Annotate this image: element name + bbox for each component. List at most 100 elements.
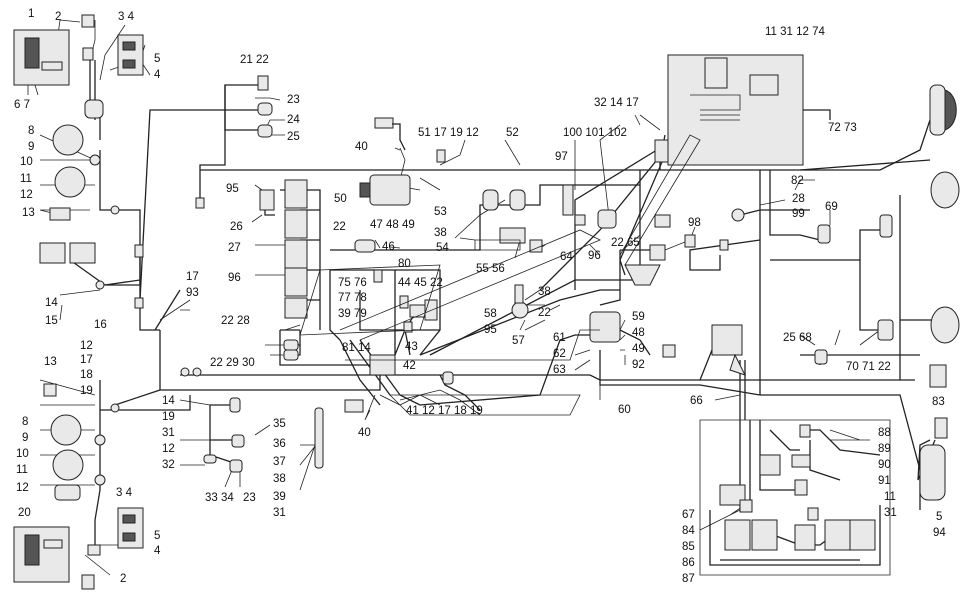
sensor-13-top [49,207,71,221]
control-box-frame [699,419,891,576]
callout: 16 [94,319,107,331]
labels: 1 2 3 4 5 4 6 7 8 9 10 11 12 13 14 15 16… [14,8,946,585]
callout: 25 68 [783,332,812,344]
components [13,14,960,590]
callout: 96 [588,250,601,262]
sensor-100 [597,209,617,229]
lamp-right-5 [919,444,946,501]
coil-27 [284,239,308,269]
callout: 86 [682,557,695,569]
callout: 22 28 [221,315,250,327]
switch-2-top [81,14,95,28]
callout: 14 [162,395,175,407]
callout: 33 34 [205,492,234,504]
callout: 8 [22,416,28,428]
callout: 35 [273,418,286,430]
callout: 3 4 [116,487,133,499]
callout: 6 7 [14,99,30,111]
fuse-box-4 [849,519,876,551]
callout: 13 [44,356,57,368]
callout: 49 [632,343,645,355]
callout: 12 [16,482,29,494]
callout: 27 [228,242,241,254]
horn-15-right [69,242,96,264]
callout: 55 56 [476,263,505,275]
callout: 10 [16,448,29,460]
callout: 15 [45,315,58,327]
lamp-right-4 [929,364,947,388]
switch-block-3-4-top [117,34,144,76]
callout: 2 [120,573,126,585]
callout: 32 14 17 [594,97,639,109]
callout: 22 [333,221,346,233]
callout: 59 [632,311,645,323]
callout: 60 [618,404,631,416]
callout: 89 [878,443,891,455]
fuse-box-1 [724,519,751,551]
callout: 84 [682,525,695,537]
callout: 38 [538,286,551,298]
solenoid-59 [589,311,621,343]
callout: 13 [22,207,35,219]
callout: 53 [434,206,447,218]
callout: 83 [932,396,945,408]
callout: 4 [154,545,161,557]
horn-14-left [39,242,66,264]
callout: 44 45 22 [398,277,443,289]
callout: 11 [16,464,28,476]
callout: 69 [825,201,838,213]
sensor-97 [562,184,574,216]
callout: 22 65 [611,237,640,249]
callout: 9 [22,432,28,444]
callout: 54 [436,242,449,254]
callout: 17 [80,354,93,366]
callout: 92 [632,359,645,371]
callout: 19 [162,411,175,423]
callout: 100 101 102 [563,127,627,139]
callout: 32 [162,459,175,471]
callout: 21 22 [240,54,269,66]
switch-block-3-4-bottom [117,507,144,549]
callout: 63 [553,364,566,376]
callout: 61 [553,332,566,344]
callout: 5 [936,511,942,523]
callout: 57 [512,335,525,347]
callout: 2 [55,11,61,23]
callout: 67 [682,509,695,521]
callout: 51 17 19 12 [418,127,479,139]
callout: 12 [162,443,175,455]
callout: 64 [560,251,573,263]
callout: 98 [688,217,701,229]
callout: 38 [273,473,286,485]
callout: 5 [154,530,160,542]
callout: 22 29 30 [210,357,255,369]
callout: 39 79 [338,308,367,320]
callout: 97 [555,151,568,163]
callout: 25 [287,131,300,143]
lamp-right-2 [930,171,960,209]
instrument-panel-1 [13,29,70,86]
headlamp-8-bottom [50,414,82,446]
lamp-right-3 [930,306,960,344]
callout: 81 14 [342,342,371,354]
callout: 11 [884,491,896,503]
callout: 43 [405,341,418,353]
callout: 90 [878,459,891,471]
callout: 75 76 [338,277,367,289]
callout: 87 [682,573,695,585]
headlamp-8-top [52,124,84,156]
callout: 28 [792,193,805,205]
callout: 48 [632,327,645,339]
regulator-66 [711,324,743,356]
callout: 26 [230,221,243,233]
callout: 12 [20,189,33,201]
callout: 22 [538,307,551,319]
callout: 50 [334,193,347,205]
callout: 19 [80,385,93,397]
callout: 80 [398,258,411,270]
frames [299,134,891,576]
callout: 41 12 17 18 19 [406,405,483,417]
callout: 9 [28,141,34,153]
